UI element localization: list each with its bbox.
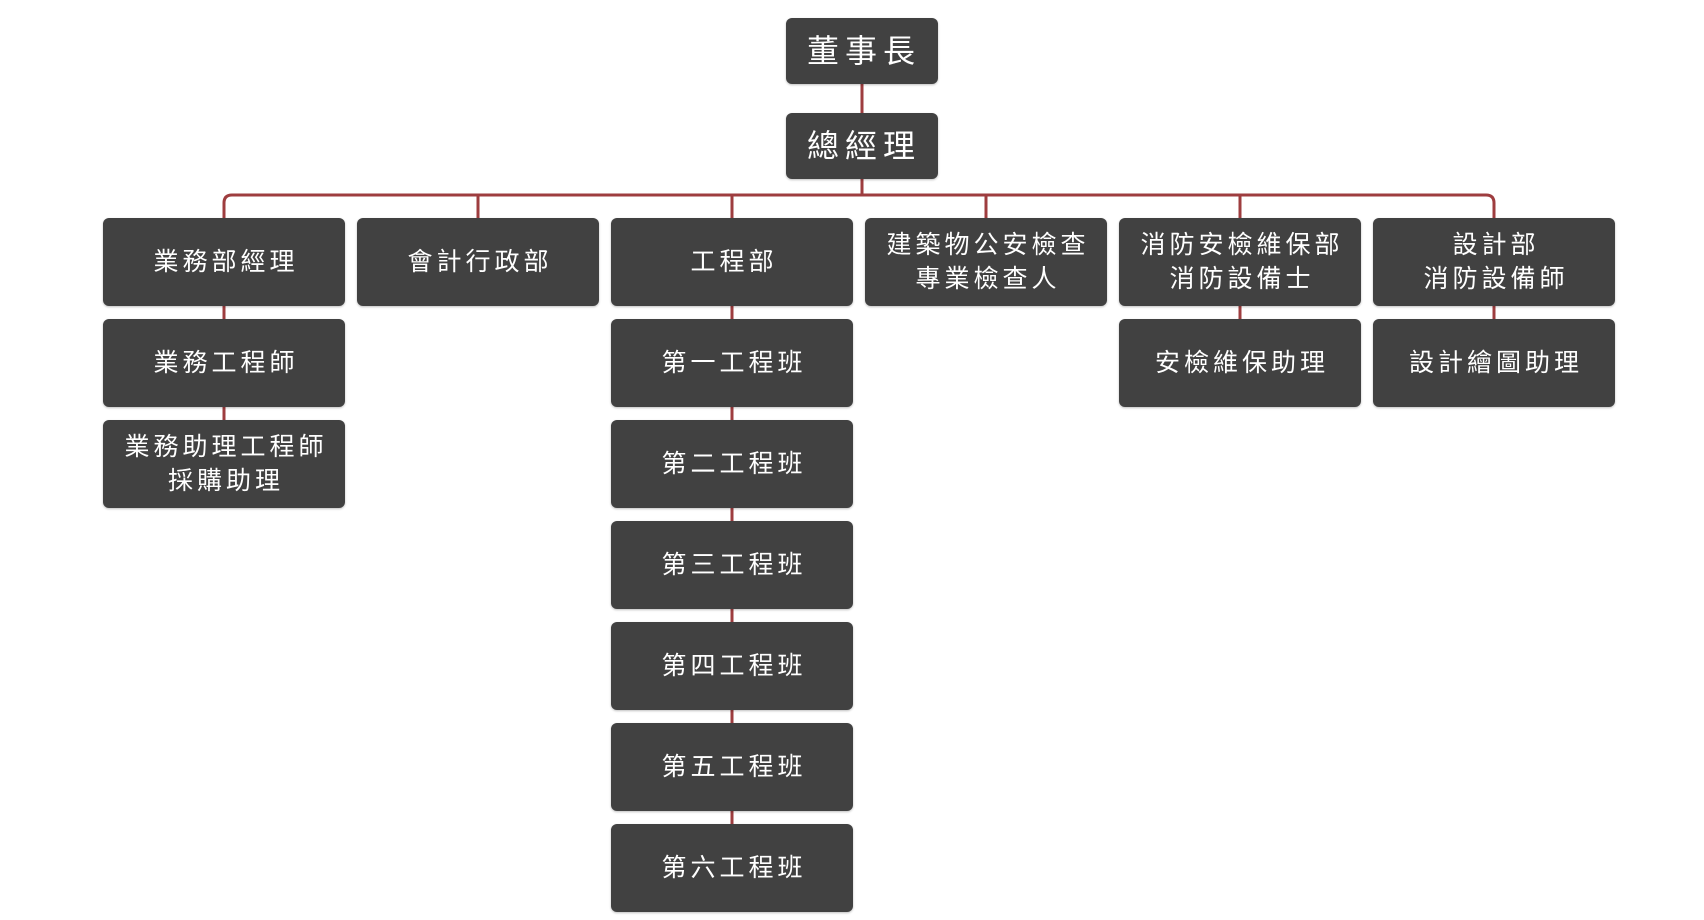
dept-box-design-label: 消防設備師 (1423, 264, 1569, 293)
dept-box-design-label: 設計部 (1452, 230, 1540, 259)
chairman-label: 董事長 (806, 32, 921, 70)
sub-box-sales-2-label: 業務助理工程師 (124, 432, 328, 461)
sub-box-engineering-2-label: 第二工程班 (661, 449, 807, 478)
sub-box-design-1-label: 設計繪圖助理 (1408, 348, 1583, 377)
dept-box-engineering-label: 工程部 (690, 247, 778, 276)
dept-box-design: 設計部消防設備師 (1373, 218, 1615, 306)
dept-box-sales: 業務部經理 (103, 218, 345, 306)
sub-box-sales-2-label: 採購助理 (167, 466, 284, 495)
dept-box-building-inspection-label: 專業檢查人 (915, 264, 1061, 293)
sub-box-engineering-5-label: 第五工程班 (661, 752, 807, 781)
dept-box-building-inspection-label: 建築物公安檢查 (886, 230, 1090, 259)
dept-box-building-inspection: 建築物公安檢查專業檢查人 (865, 218, 1107, 306)
connector-bus (222, 193, 1496, 218)
sub-box-engineering-5: 第五工程班 (611, 723, 853, 811)
sub-box-engineering-3: 第三工程班 (611, 521, 853, 609)
general-manager-box: 總經理 (786, 113, 938, 179)
chairman-box: 董事長 (786, 18, 938, 84)
sub-box-sales-1: 業務工程師 (103, 319, 345, 407)
sub-box-engineering-6-label: 第六工程班 (661, 853, 807, 882)
sub-box-fire-maintenance-1: 安檢維保助理 (1119, 319, 1361, 407)
dept-box-fire-maintenance-label: 消防安檢維保部 (1140, 230, 1344, 259)
dept-box-fire-maintenance: 消防安檢維保部消防設備士 (1119, 218, 1361, 306)
sub-box-fire-maintenance-1-label: 安檢維保助理 (1154, 348, 1329, 377)
dept-box-accounting-label: 會計行政部 (407, 247, 553, 276)
dept-box-fire-maintenance-label: 消防設備士 (1169, 264, 1315, 293)
dept-box-engineering: 工程部 (611, 218, 853, 306)
dept-box-accounting: 會計行政部 (357, 218, 599, 306)
sub-box-engineering-1: 第一工程班 (611, 319, 853, 407)
general-manager-label: 總經理 (806, 127, 921, 165)
sub-box-design-1: 設計繪圖助理 (1373, 319, 1615, 407)
sub-box-engineering-2: 第二工程班 (611, 420, 853, 508)
sub-box-engineering-3-label: 第三工程班 (661, 550, 807, 579)
sub-box-engineering-4-label: 第四工程班 (661, 651, 807, 680)
sub-box-engineering-6: 第六工程班 (611, 824, 853, 912)
dept-box-sales-label: 業務部經理 (153, 247, 299, 276)
sub-box-sales-1-label: 業務工程師 (153, 348, 299, 377)
sub-box-sales-2: 業務助理工程師採購助理 (103, 420, 345, 508)
sub-box-engineering-1-label: 第一工程班 (661, 348, 807, 377)
sub-box-engineering-4: 第四工程班 (611, 622, 853, 710)
